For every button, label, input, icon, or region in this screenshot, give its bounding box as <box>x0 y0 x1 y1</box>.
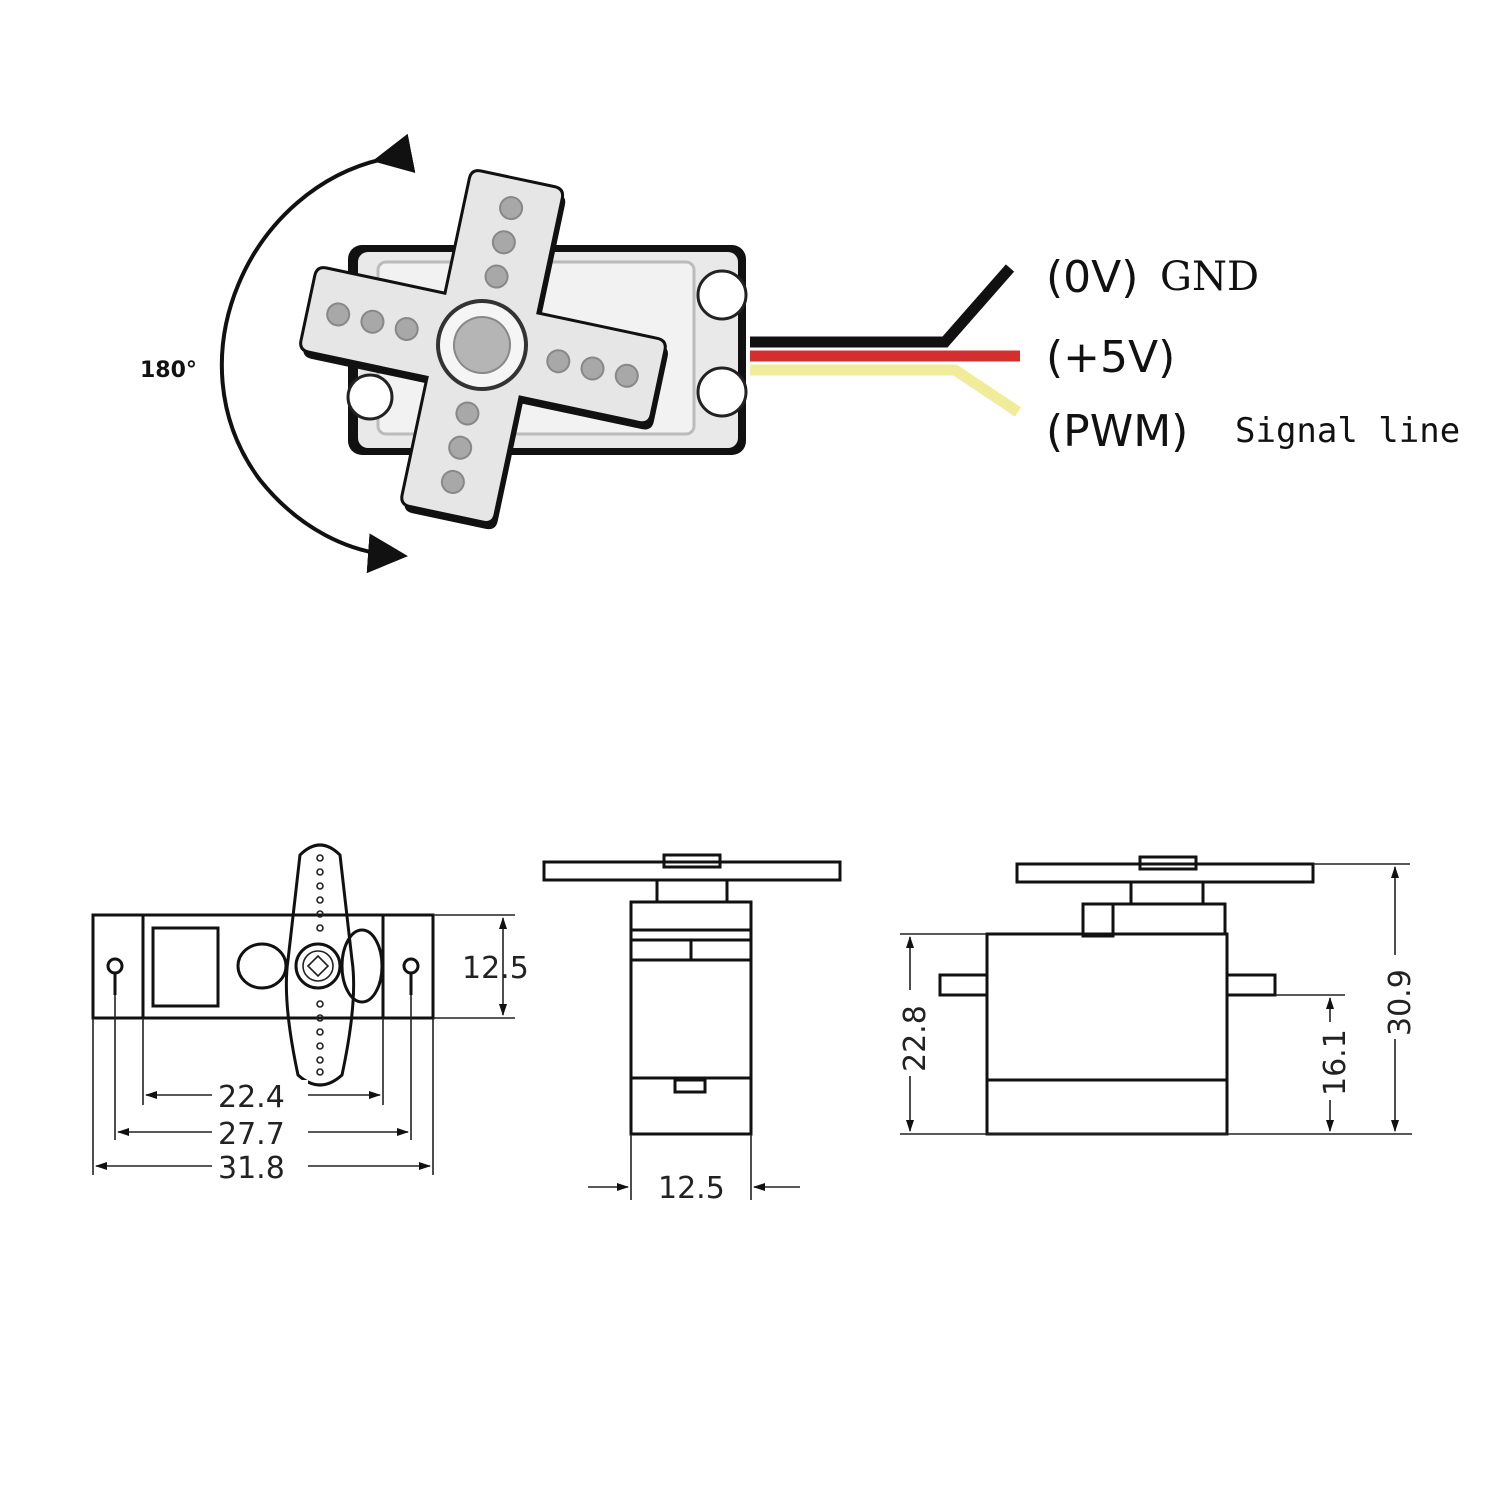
mount-hole-bottom-right <box>696 366 748 418</box>
svg-text:22.8: 22.8 <box>898 1005 933 1072</box>
profile-view <box>900 855 1412 1136</box>
dim-front-height: 12.5 <box>462 917 529 1016</box>
dim-front-overall-width: 31.8 <box>95 1151 431 1186</box>
dim-front-mount-width: 22.4 <box>145 1080 381 1115</box>
wire-label-power: (+5V) <box>1046 332 1175 383</box>
svg-text:Signal line: Signal line <box>1235 411 1460 451</box>
svg-text:(0V): (0V) <box>1046 252 1138 303</box>
wire-label-signal: (PWM) Signal line <box>1046 406 1460 457</box>
svg-text:31.8: 31.8 <box>218 1151 285 1186</box>
svg-text:12.5: 12.5 <box>658 1171 725 1206</box>
servo-wires <box>750 264 1022 417</box>
horn-hub <box>453 316 511 374</box>
svg-text:(+5V): (+5V) <box>1046 332 1175 383</box>
horn-holes <box>326 196 639 494</box>
mount-hole-bottom-left <box>346 373 394 421</box>
dim-side-depth: 12.5 <box>588 1171 800 1206</box>
gnd-wire <box>750 264 1015 348</box>
wire-label-gnd: (0V) GND <box>1046 252 1259 303</box>
svg-text:16.1: 16.1 <box>1318 1029 1353 1096</box>
dim-front-hole-spacing: 27.7 <box>117 1117 409 1152</box>
front-view <box>91 843 515 1175</box>
dim-profile-mount-height: 16.1 <box>1312 997 1353 1132</box>
signal-wire <box>750 364 1022 417</box>
svg-text:22.4: 22.4 <box>218 1080 285 1115</box>
dim-profile-total-height: 30.9 <box>1377 866 1418 1132</box>
mount-hole-top-right <box>696 269 748 321</box>
svg-text:GND: GND <box>1160 254 1259 300</box>
svg-text:12.5: 12.5 <box>462 951 529 986</box>
svg-text:30.9: 30.9 <box>1383 969 1418 1036</box>
servo-horn <box>299 169 668 530</box>
svg-text:(PWM): (PWM) <box>1046 406 1188 457</box>
rotation-arc <box>220 133 416 574</box>
side-view <box>542 853 842 1200</box>
dim-profile-body-height: 22.8 <box>892 936 933 1132</box>
rotation-label: 180° <box>140 358 197 383</box>
svg-text:27.7: 27.7 <box>218 1117 285 1152</box>
